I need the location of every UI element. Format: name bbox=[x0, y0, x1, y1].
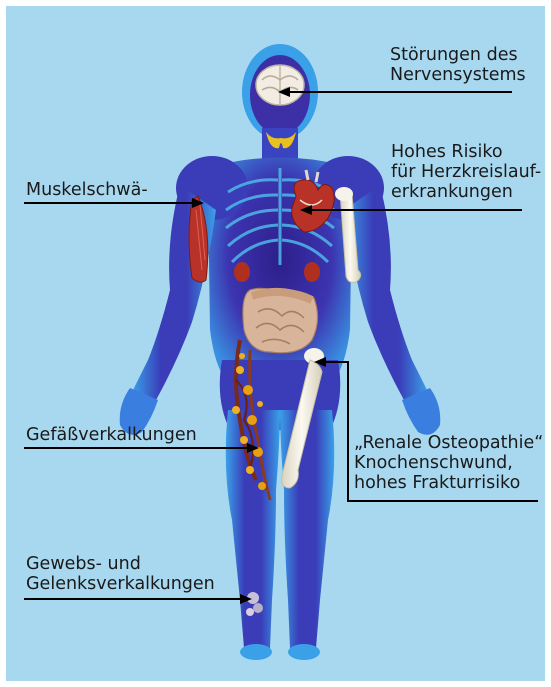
label-line: Gelenksverkalkungen bbox=[26, 574, 215, 594]
label-line: Muskelschwä- bbox=[26, 180, 148, 200]
label-line: für Herzkreislauf- bbox=[391, 162, 541, 182]
intestines-icon bbox=[243, 288, 318, 352]
label-renal-osteopathy: „Renale Osteopathie“ Knochenschwund, hoh… bbox=[354, 433, 543, 493]
label-line: Knochenschwund, bbox=[354, 453, 543, 473]
label-line: „Renale Osteopathie“ bbox=[354, 433, 543, 453]
label-line: hohes Frakturrisiko bbox=[354, 473, 543, 493]
label-muscle-weakness: Muskelschwä- bbox=[26, 180, 148, 200]
label-line: Störungen des bbox=[390, 45, 526, 65]
label-vessel-calcification: Gefäßverkalkungen bbox=[26, 425, 197, 445]
label-line: Hohes Risiko bbox=[391, 142, 541, 162]
label-line: erkrankungen bbox=[391, 182, 541, 202]
label-line: Nervensystems bbox=[390, 65, 526, 85]
label-nervous-system: Störungen des Nervensystems bbox=[390, 45, 526, 85]
brain-icon bbox=[256, 65, 304, 105]
label-line: Gefäßverkalkungen bbox=[26, 425, 197, 445]
label-tissue-joint-calcification: Gewebs- und Gelenksverkalkungen bbox=[26, 554, 215, 594]
label-line: Gewebs- und bbox=[26, 554, 215, 574]
label-heart-risk: Hohes Risiko für Herzkreislauf- erkranku… bbox=[391, 142, 541, 202]
